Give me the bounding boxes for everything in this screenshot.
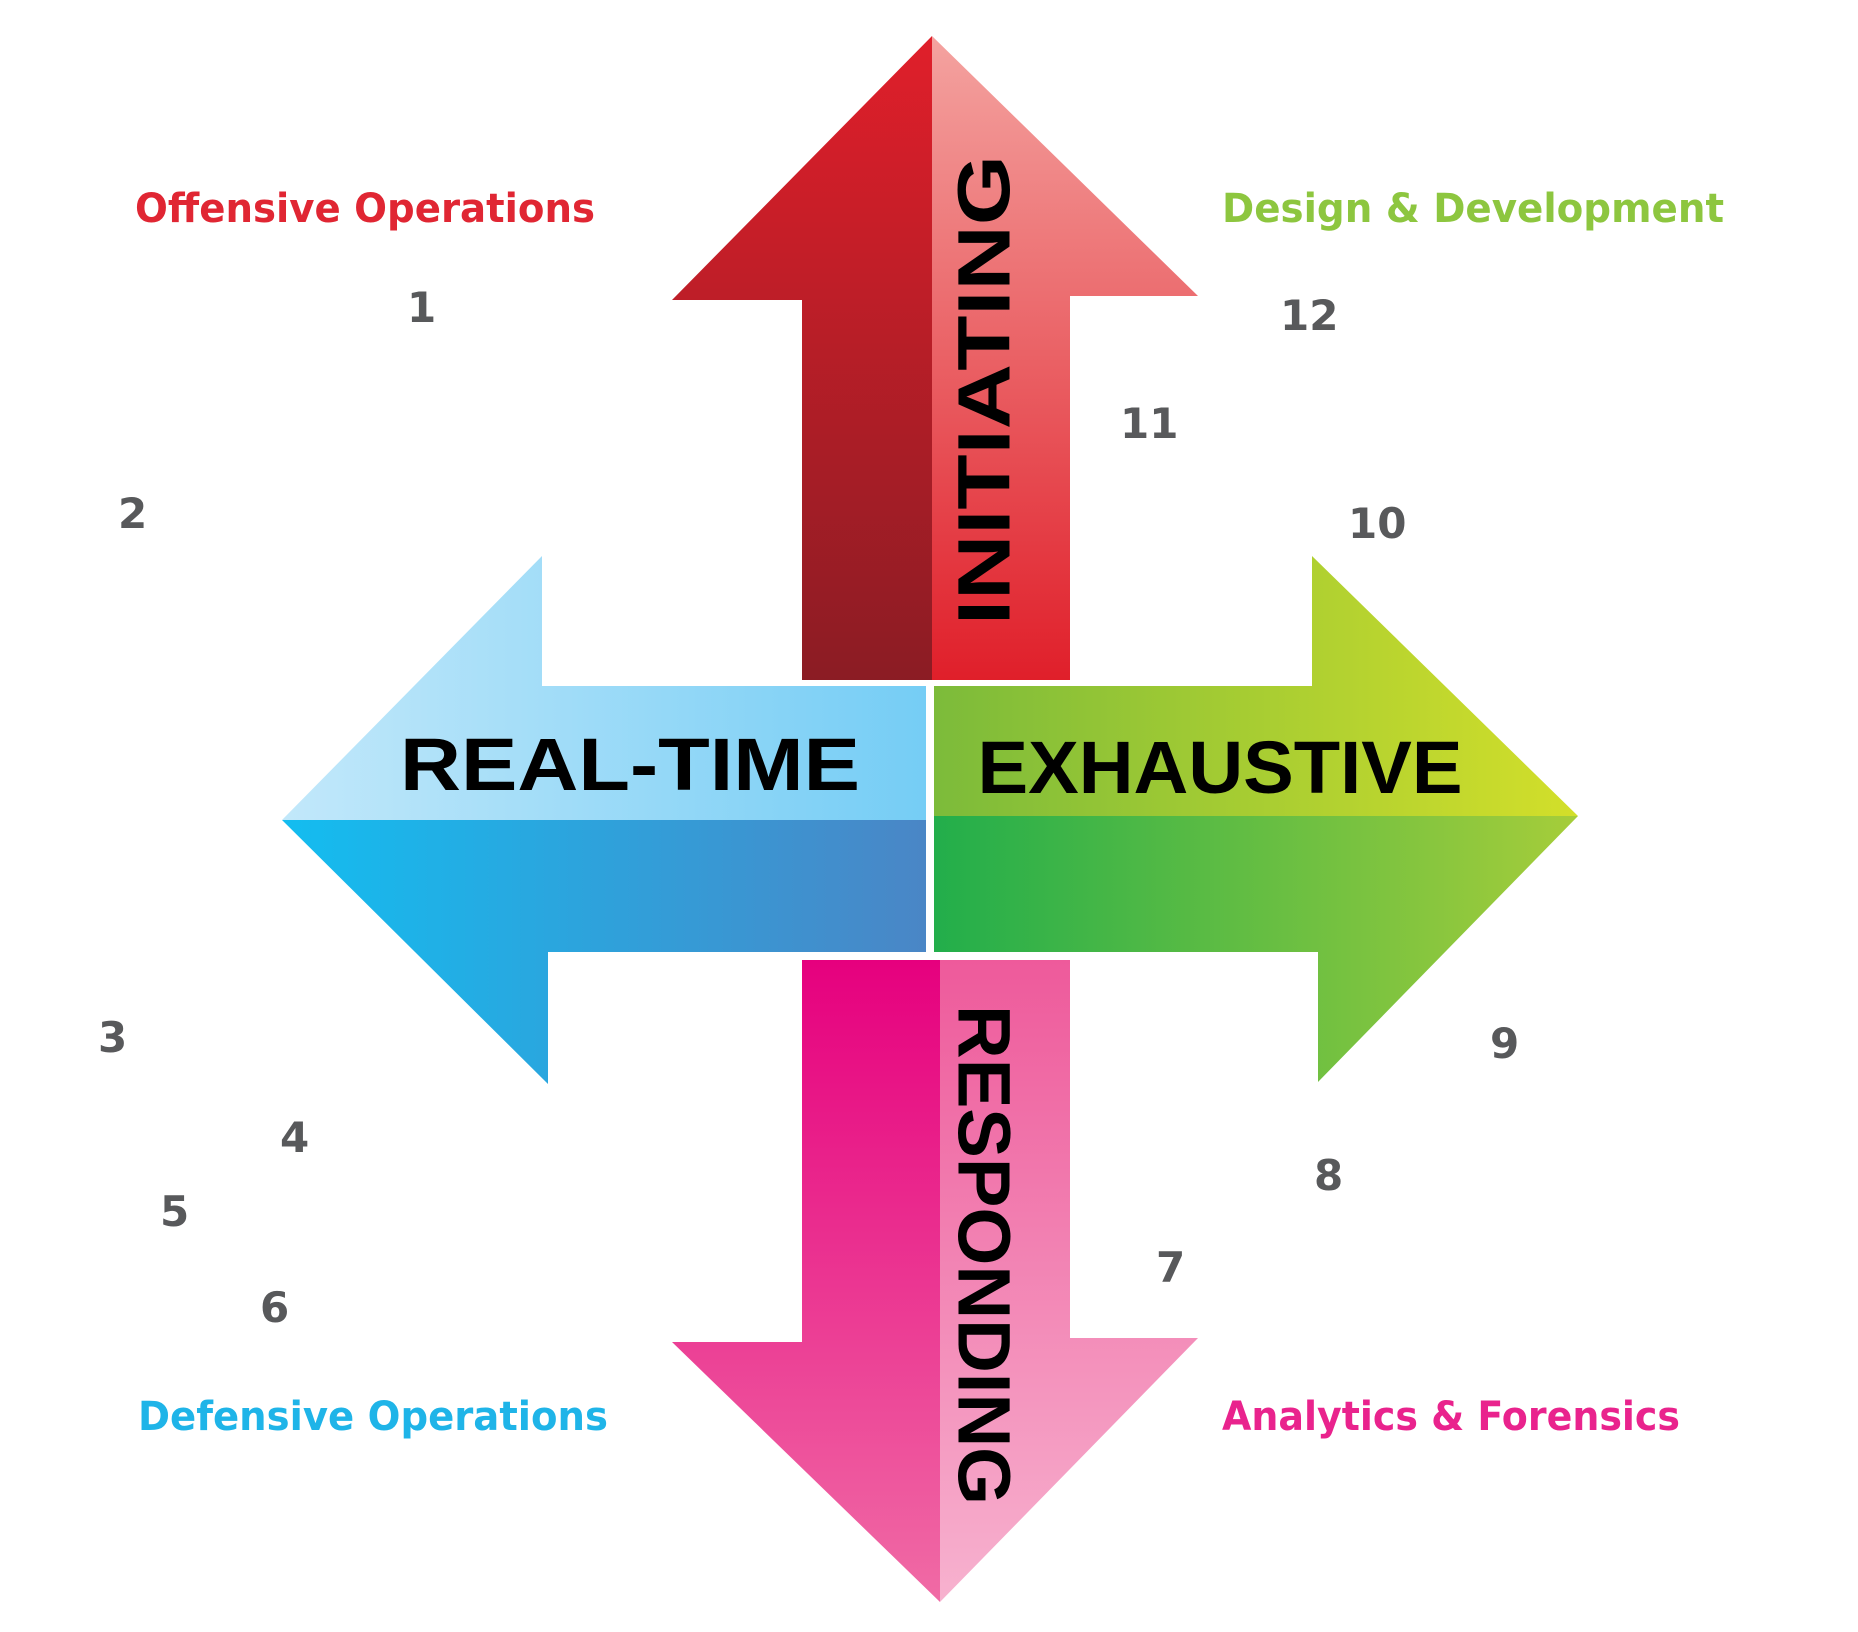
arrow-down-light — [940, 960, 1198, 1602]
arrow-down-shade — [672, 960, 940, 1602]
number-5: 5 — [160, 1187, 189, 1236]
arrow-right-shade — [934, 816, 1578, 1082]
arrow-left — [282, 556, 926, 1084]
number-12: 12 — [1280, 291, 1338, 340]
number-11: 11 — [1120, 399, 1178, 448]
arrow-label-down: RESPONDING — [943, 1005, 1026, 1505]
number-8: 8 — [1314, 1151, 1343, 1200]
number-3: 3 — [98, 1013, 127, 1062]
arrow-label-right: EXHAUSTIVE — [978, 726, 1463, 809]
arrow-right — [934, 556, 1578, 1082]
quadrant-label-analytics: Analytics & Forensics — [1222, 1394, 1680, 1440]
number-7: 7 — [1156, 1243, 1185, 1292]
quadrant-label-defensive: Defensive Operations — [138, 1394, 608, 1440]
quadrant-label-offensive: Offensive Operations — [135, 186, 595, 232]
arrow-right-light — [934, 556, 1578, 816]
number-4: 4 — [280, 1113, 309, 1162]
number-6: 6 — [260, 1283, 289, 1332]
number-9: 9 — [1490, 1019, 1519, 1068]
number-2: 2 — [118, 489, 147, 538]
arrow-label-up: INITIATING — [943, 155, 1026, 625]
number-10: 10 — [1348, 499, 1406, 548]
arrow-left-shade — [282, 820, 926, 1084]
arrow-up-light — [932, 36, 1198, 680]
quadrant-label-design: Design & Development — [1222, 186, 1724, 232]
arrow-up-shade — [672, 36, 932, 680]
arrow-up — [672, 36, 1198, 680]
arrow-label-left: REAL-TIME — [400, 723, 860, 806]
arrow-down — [672, 960, 1198, 1602]
number-1: 1 — [407, 283, 436, 332]
arrow-left-light — [282, 556, 926, 820]
